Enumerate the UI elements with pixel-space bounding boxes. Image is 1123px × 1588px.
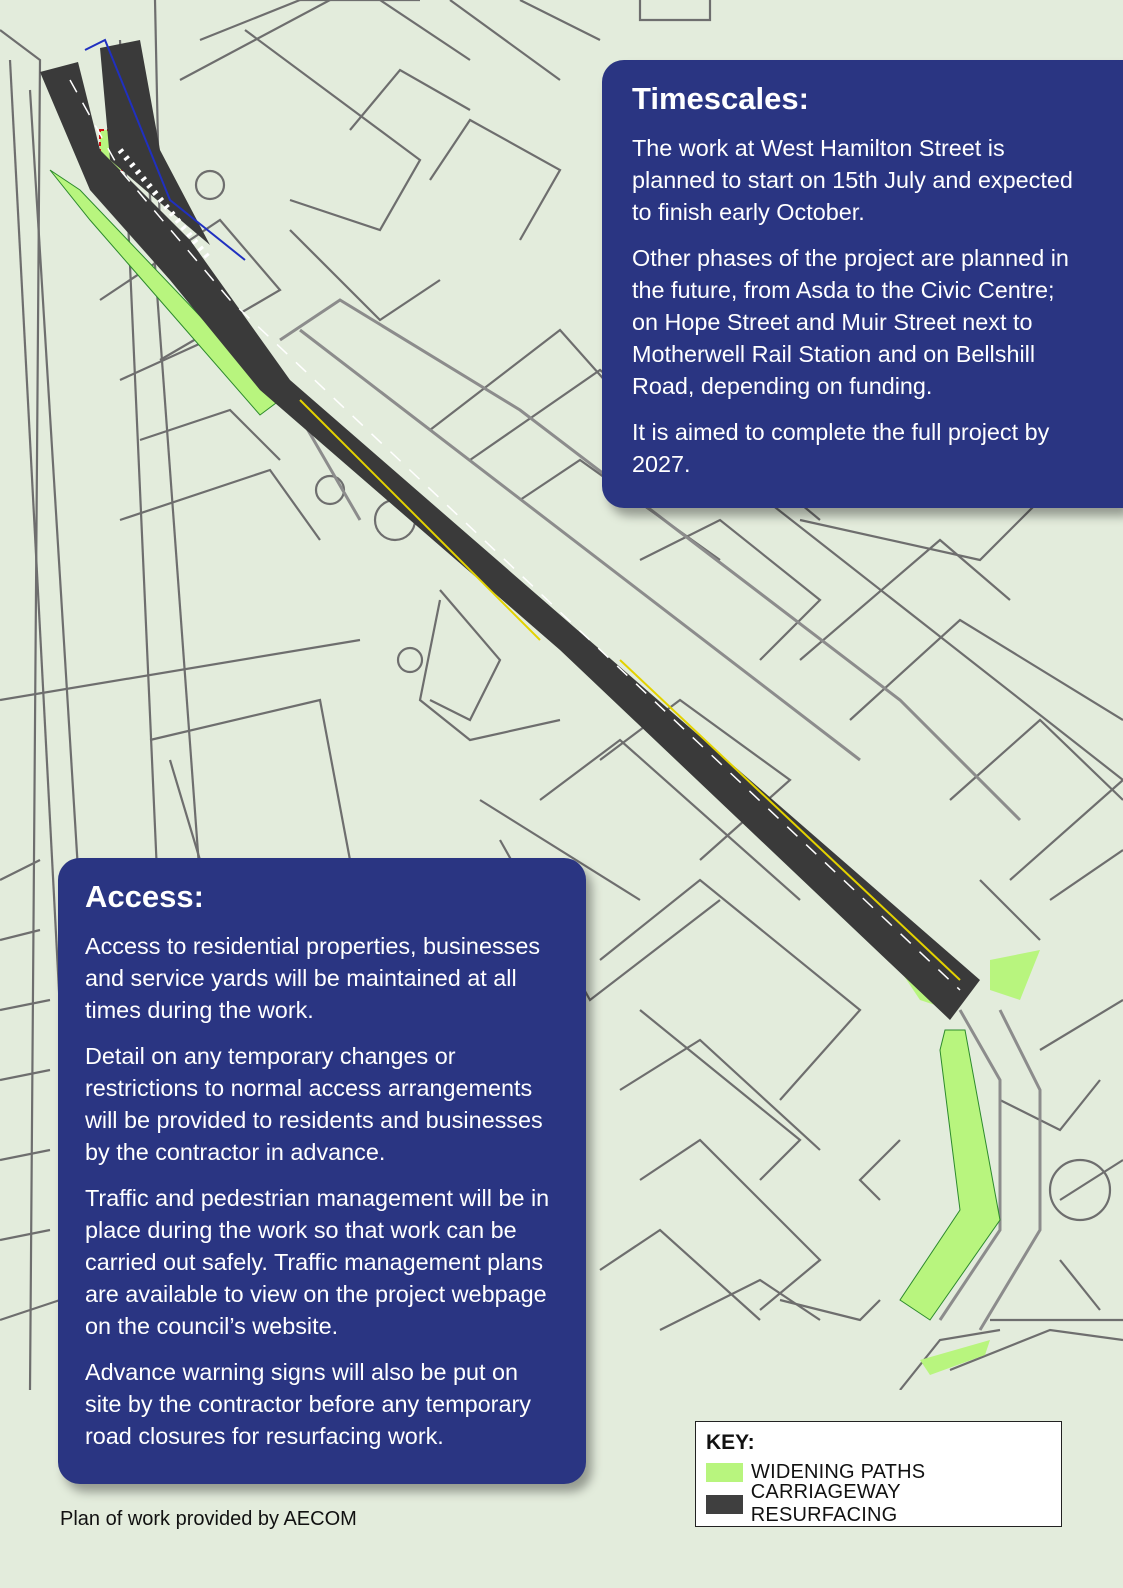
access-paragraph: Detail on any temporary changes or restr…: [85, 1043, 543, 1165]
carriageway-resurfacing-swatch: [706, 1494, 743, 1514]
map-key: KEY: WIDENING PATHS CARRIAGEWAY RESURFAC…: [695, 1421, 1062, 1527]
widening-paths-swatch: [706, 1462, 743, 1482]
key-title: KEY:: [706, 1431, 755, 1454]
access-paragraph: Traffic and pedestrian management will b…: [85, 1185, 550, 1339]
plan-credit: Plan of work provided by AECOM: [60, 1508, 357, 1530]
key-label: WIDENING PATHS: [751, 1460, 926, 1483]
timescales-title: Timescales:: [632, 81, 809, 116]
access-panel: Access: Access to residential properties…: [58, 858, 586, 1484]
building-outlines: [0, 0, 1123, 1390]
access-title: Access:: [85, 879, 204, 914]
access-paragraph: Advance warning signs will also be put o…: [85, 1359, 531, 1449]
timescales-paragraph: Other phases of the project are planned …: [632, 245, 1069, 399]
access-paragraph: Access to residential properties, busine…: [85, 933, 541, 1023]
key-label: CARRIAGEWAY RESURFACING: [750, 1481, 901, 1526]
key-item-carriageway-resurfacing: CARRIAGEWAY RESURFACING: [706, 1481, 1051, 1526]
timescales-paragraph: It is aimed to complete the full project…: [632, 419, 1050, 477]
timescales-paragraph: The work at West Hamilton Street is plan…: [632, 135, 1073, 225]
key-item-widening-paths: WIDENING PATHS: [706, 1456, 1051, 1488]
carriageway-resurfacing-overlay: [40, 38, 980, 1020]
timescales-panel: Timescales: The work at West Hamilton St…: [602, 60, 1123, 508]
kerb-lines: [248, 298, 1042, 1331]
